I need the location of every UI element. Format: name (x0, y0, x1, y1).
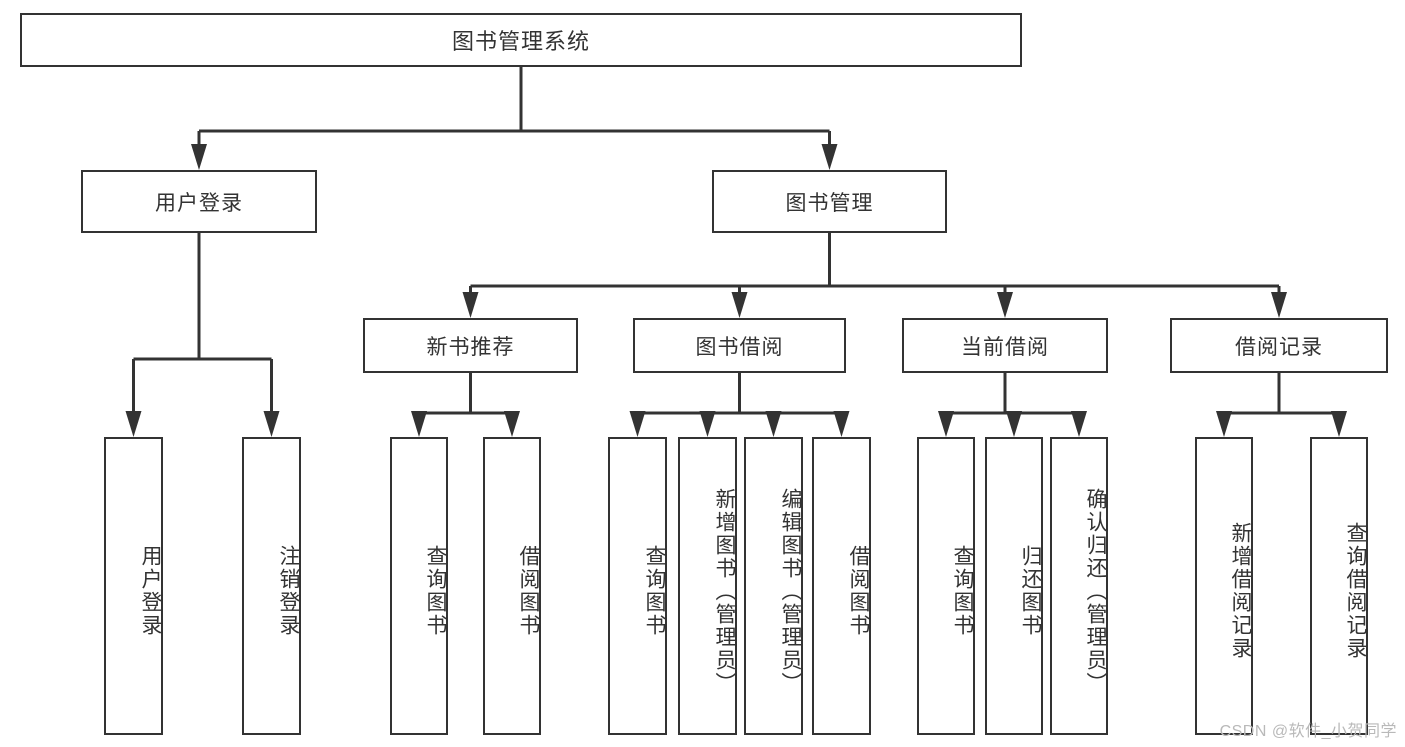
node-label: 图书管理系统 (451, 29, 590, 54)
node-label: 借阅图书 (847, 545, 870, 637)
node-leaf10[interactable]: 归还图书 (985, 437, 1043, 735)
arrowhead-icon (821, 144, 838, 170)
node-label: 查询图书 (951, 545, 974, 637)
node-login[interactable]: 用户登录 (81, 170, 317, 233)
node-label: 新增图书（管理员） (713, 487, 736, 695)
watermark: CSDN @软件_小贺同学 (1219, 723, 1397, 740)
node-leaf12[interactable]: 新增借阅记录 (1195, 437, 1253, 735)
node-label: 查询图书 (424, 545, 447, 637)
node-label: 用户登录 (139, 545, 162, 637)
node-label: 图书借阅 (695, 335, 784, 359)
node-label: 编辑图书（管理员） (779, 487, 802, 695)
node-label: 新书推荐 (426, 335, 515, 359)
node-leaf2[interactable]: 注销登录 (242, 437, 301, 735)
node-label: 借阅记录 (1235, 335, 1323, 359)
node-leaf8[interactable]: 借阅图书 (812, 437, 871, 735)
node-label: 确认归还（管理员） (1084, 487, 1107, 695)
arrowhead-icon (1071, 411, 1087, 437)
node-leaf9[interactable]: 查询图书 (917, 437, 975, 735)
node-label: 归还图书 (1019, 545, 1042, 637)
arrowhead-icon (765, 411, 782, 437)
node-leaf11[interactable]: 确认归还（管理员） (1050, 437, 1108, 735)
node-bookmgmt[interactable]: 图书管理 (712, 170, 947, 233)
node-label: 查询图书 (643, 545, 666, 637)
arrowhead-icon (263, 411, 280, 437)
node-label: 新增借阅记录 (1229, 522, 1252, 660)
arrowhead-icon (731, 292, 748, 318)
arrowhead-icon (1006, 411, 1022, 437)
node-label: 图书管理 (785, 191, 874, 215)
arrowhead-icon (699, 411, 716, 437)
node-label: 注销登录 (277, 545, 300, 637)
node-records[interactable]: 借阅记录 (1170, 318, 1388, 373)
node-leaf4[interactable]: 借阅图书 (483, 437, 541, 735)
node-label: 当前借阅 (961, 335, 1049, 359)
arrowhead-icon (191, 144, 207, 170)
node-label: 借阅图书 (517, 545, 540, 637)
node-newbook[interactable]: 新书推荐 (363, 318, 578, 373)
node-leaf6[interactable]: 新增图书（管理员） (678, 437, 737, 735)
arrowhead-icon (1331, 411, 1347, 437)
arrowhead-icon (1271, 292, 1287, 318)
arrowhead-icon (833, 411, 850, 437)
node-current[interactable]: 当前借阅 (902, 318, 1108, 373)
arrowhead-icon (629, 411, 646, 437)
arrowhead-icon (938, 411, 954, 437)
node-root[interactable]: 图书管理系统 (20, 13, 1022, 67)
arrowhead-icon (997, 292, 1013, 318)
arrowhead-icon (125, 411, 142, 437)
arrowhead-icon (504, 411, 520, 437)
arrowhead-icon (411, 411, 427, 437)
node-leaf1[interactable]: 用户登录 (104, 437, 163, 735)
node-leaf5[interactable]: 查询图书 (608, 437, 667, 735)
arrowhead-icon (462, 292, 479, 318)
node-leaf13[interactable]: 查询借阅记录 (1310, 437, 1368, 735)
node-label: 查询借阅记录 (1344, 522, 1367, 660)
node-label: 用户登录 (155, 191, 243, 215)
arrowhead-icon (1216, 411, 1232, 437)
node-borrow[interactable]: 图书借阅 (633, 318, 846, 373)
node-leaf7[interactable]: 编辑图书（管理员） (744, 437, 803, 735)
node-leaf3[interactable]: 查询图书 (390, 437, 448, 735)
